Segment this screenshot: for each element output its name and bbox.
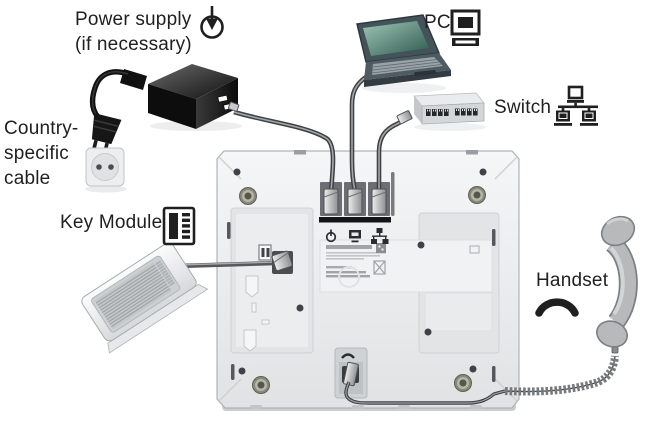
wall-socket <box>85 147 127 193</box>
pc-port-icon <box>349 230 361 243</box>
small-screws <box>233 168 487 375</box>
key-module-device <box>81 242 209 354</box>
switch-label: Switch <box>494 97 552 118</box>
top-tab <box>466 150 478 155</box>
power-cable <box>233 109 336 192</box>
handset-icon <box>535 298 579 317</box>
handset-jack-icon <box>341 353 355 359</box>
lan-port <box>367 188 391 244</box>
key-module-icon <box>162 206 196 246</box>
handset-coil <box>504 355 619 396</box>
power-input-icon <box>200 6 224 39</box>
mounting-slots <box>227 172 496 382</box>
key-module-label: Key Module <box>60 212 163 233</box>
corner-screws <box>239 186 486 394</box>
lan-port-icon <box>371 228 389 244</box>
lan-switch-icon <box>554 85 598 126</box>
pc-icon <box>450 9 481 46</box>
network-switch <box>413 92 486 131</box>
pc-cable <box>349 75 368 192</box>
handset-cable <box>343 328 619 405</box>
key-module-port-icon <box>258 244 272 261</box>
key-module-cable <box>177 260 277 269</box>
power-port-icon <box>325 229 337 243</box>
phone-base <box>216 150 520 411</box>
laptop <box>356 14 451 93</box>
lan-cable <box>376 110 413 191</box>
country-cable-label: Country- specific cable <box>4 118 79 189</box>
left-recess <box>230 207 314 354</box>
power-supply-note-label: (if necessary) <box>75 34 192 55</box>
product-label <box>319 239 493 293</box>
power-adapter <box>148 64 242 131</box>
handset-label: Handset <box>536 270 609 291</box>
handset-device <box>596 215 638 348</box>
country-specific-cable <box>85 69 147 193</box>
weee-bin-symbol <box>373 260 386 275</box>
pc-label: PC <box>424 12 451 33</box>
key-module-port <box>271 250 293 274</box>
power-supply-label: Power supply <box>75 9 192 30</box>
top-tab <box>294 150 306 155</box>
pc-port <box>343 188 367 243</box>
power-port <box>319 188 343 243</box>
